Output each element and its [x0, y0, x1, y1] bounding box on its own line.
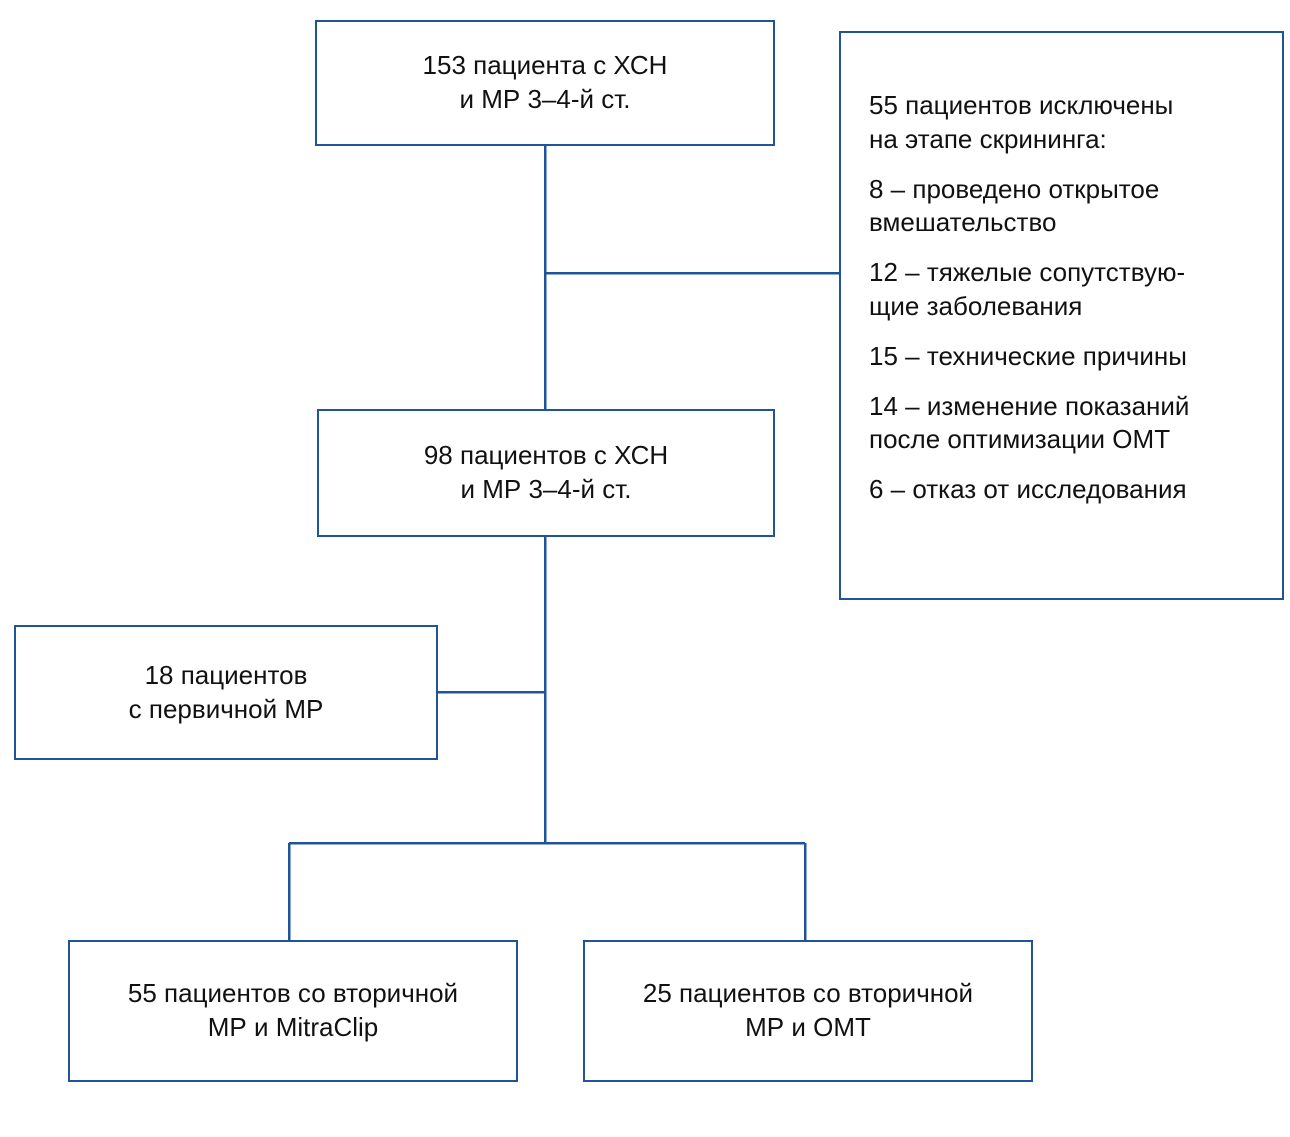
excluded-line-technical: 15 – технические причины [869, 340, 1187, 371]
node-screened-label: 153 пациента с ХСН и МР 3–4-й ст. [422, 50, 668, 114]
node-secondary-mr-mitraclip: 55 пациентов со вторичной МР и MitraClip [68, 940, 518, 1082]
node-secondary-omt-label: 25 пациентов со вторичной МР и ОМТ [642, 978, 974, 1042]
excluded-line-comorbidities: 12 – тяжелые сопутствую- щие заболевания [869, 257, 1186, 321]
excluded-line-refusal: 6 – отказ от исследования [869, 474, 1187, 505]
node-secondary-mr-omt: 25 пациентов со вторичной МР и ОМТ [583, 940, 1033, 1082]
excluded-line-header: 55 пациентов исключены на этапе скрининг… [869, 90, 1174, 154]
node-primary-mr-patients: 18 пациентов с первичной МР [14, 625, 438, 760]
excluded-line-open-intervention: 8 – проведено открытое вмешательство [869, 173, 1160, 238]
node-secondary-mitraclip-label: 55 пациентов со вторичной МР и MitraClip [127, 978, 459, 1042]
node-primary-mr-label: 18 пациентов с первичной МР [128, 659, 324, 724]
node-screened-patients: 153 пациента с ХСН и МР 3–4-й ст. [315, 20, 775, 146]
node-enrolled-patients: 98 пациентов с ХСН и МР 3–4-й ст. [317, 409, 775, 537]
node-excluded-patients: 55 пациентов исключены на этапе скрининг… [839, 31, 1284, 600]
excluded-line-indication-change: 14 – изменение показаний после оптимизац… [869, 390, 1190, 455]
node-enrolled-label: 98 пациентов с ХСН и МР 3–4-й ст. [423, 440, 669, 504]
